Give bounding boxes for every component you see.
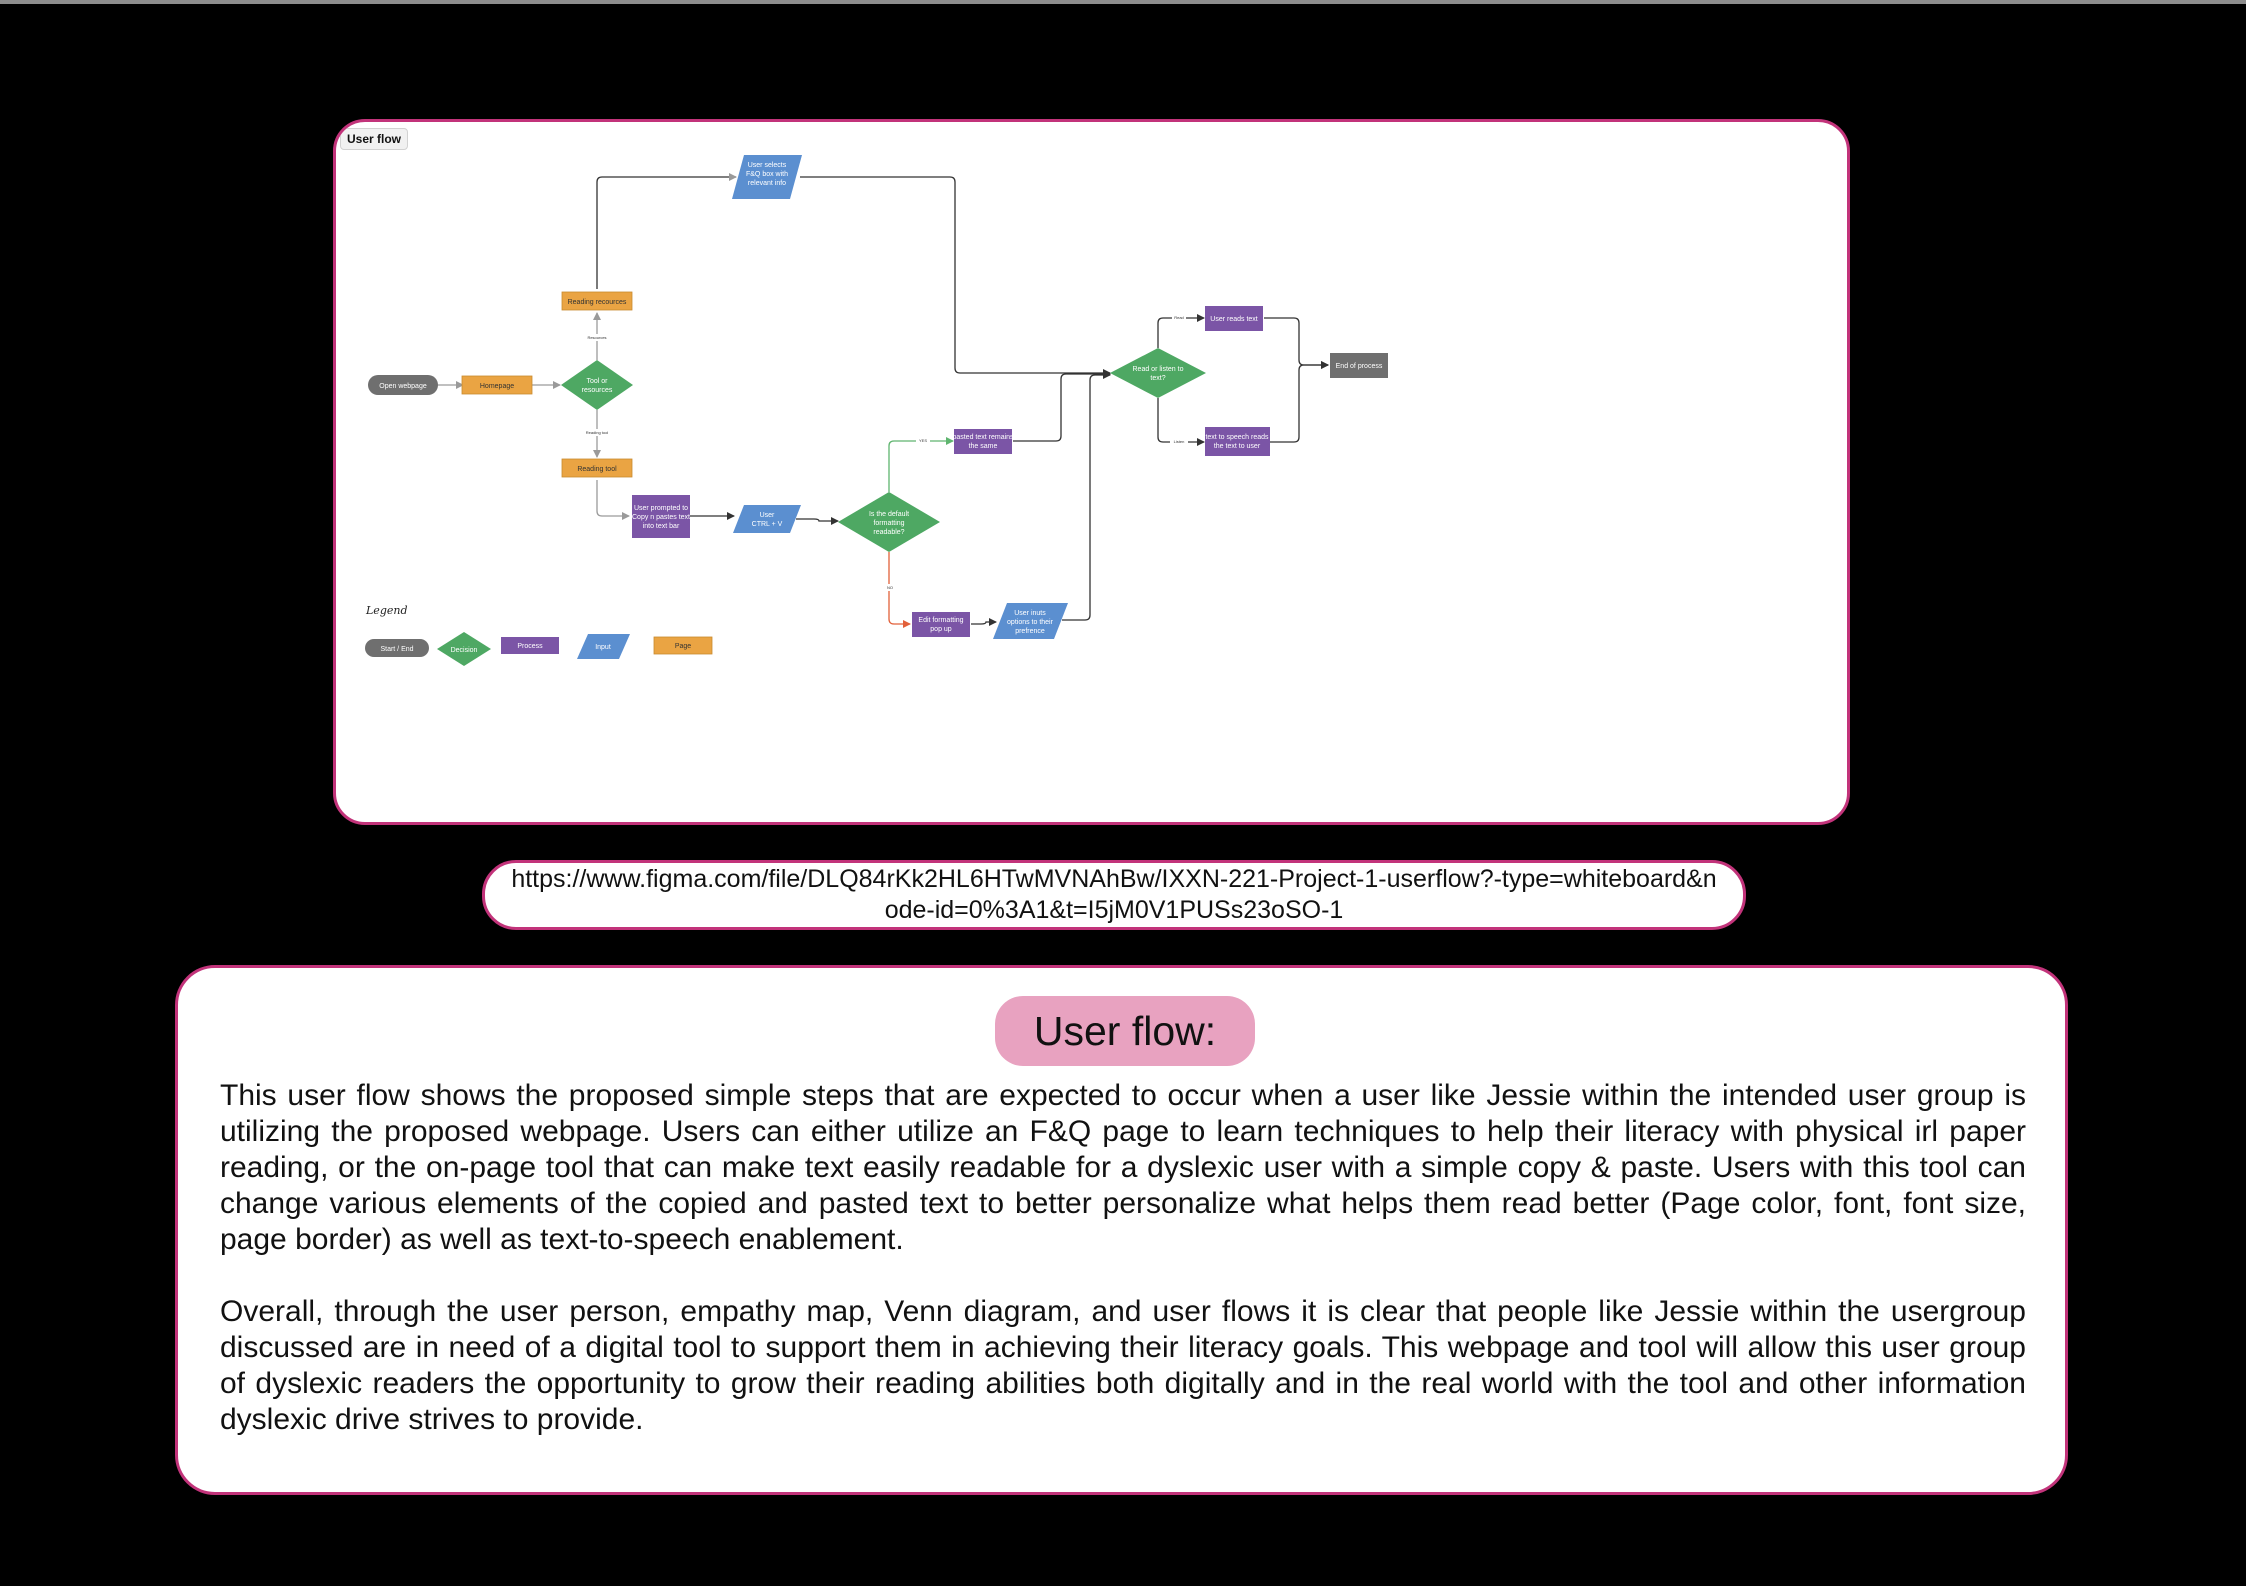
edge-label-resources: Resources	[587, 335, 606, 340]
edge-readlisten-read	[1157, 314, 1205, 348]
edge-label-listen: Listen	[1174, 439, 1185, 444]
node-reading-resources: Reading recources	[561, 291, 633, 311]
svg-text:User inuts: User inuts	[1014, 610, 1046, 617]
edge-tts-end	[1270, 361, 1329, 443]
edge-readlisten-listen	[1157, 398, 1205, 446]
svg-text:User prompted to: User prompted to	[634, 505, 688, 512]
node-default-formatting-decision: Is the default formatting readable?	[838, 492, 940, 552]
node-user-inputs-preference: User inuts options to their prefrence	[993, 603, 1068, 639]
edge-inputs-readlisten	[1062, 371, 1111, 621]
svg-text:Homepage: Homepage	[480, 383, 514, 390]
node-homepage: Homepage	[461, 375, 533, 395]
edge-label-reading-tool: Reading tool	[586, 430, 609, 435]
legend-input: Input	[577, 634, 630, 659]
edge-tool-prompt	[596, 480, 630, 520]
window-top-edge	[0, 0, 2246, 4]
edge-no	[888, 552, 911, 628]
svg-text:CTRL + V: CTRL + V	[752, 521, 783, 528]
legend-title: Legend	[365, 604, 408, 617]
svg-text:relevant info: relevant info	[748, 180, 786, 187]
legend-start-end: Start / End	[365, 639, 429, 657]
node-copy-paste-prompt: User prompted to Copy n pastes text into…	[632, 495, 690, 538]
legend-page: Page	[653, 636, 713, 655]
edge-same-readlisten	[1013, 370, 1111, 442]
node-open-webpage: Open webpage	[368, 375, 438, 395]
node-ctrl-v-input: User CTRL + V	[733, 505, 801, 533]
legend-decision: Decision	[437, 632, 491, 666]
svg-text:User selects: User selects	[748, 162, 787, 169]
svg-text:Reading tool: Reading tool	[577, 466, 617, 473]
svg-text:pasted text remains: pasted text remains	[952, 434, 1014, 441]
svg-text:formatting: formatting	[873, 520, 904, 527]
section-title: User flow:	[995, 996, 1255, 1066]
svg-text:pop up: pop up	[930, 626, 952, 633]
svg-text:Reading recources: Reading recources	[568, 299, 627, 306]
edge-label-read: Read	[1174, 315, 1184, 320]
edge-read-end	[1264, 317, 1329, 369]
svg-text:the text to user: the text to user	[1214, 443, 1261, 450]
svg-text:User: User	[760, 512, 775, 519]
svg-text:resources: resources	[582, 387, 613, 394]
edge-faq-readlisten	[800, 176, 1111, 377]
svg-text:Tool or: Tool or	[586, 378, 608, 385]
node-text-remains-same: pasted text remains the same	[952, 429, 1014, 454]
svg-text:prefrence: prefrence	[1015, 628, 1045, 635]
svg-text:options to their: options to their	[1007, 619, 1054, 626]
svg-text:text to speech reads: text to speech reads	[1205, 434, 1269, 441]
node-user-reads-text: User reads text	[1205, 306, 1263, 331]
svg-text:Is the default: Is the default	[869, 511, 909, 518]
svg-text:the same: the same	[969, 443, 998, 450]
user-flow-diagram: Resources Reading tool YES NO Read Liste…	[365, 155, 1388, 666]
description-paragraph-1: This user flow shows the proposed simple…	[220, 1079, 2026, 1256]
edge-ctrlv-decision	[796, 517, 839, 525]
svg-text:text?: text?	[1150, 375, 1165, 382]
edge-label-no: NO	[887, 585, 893, 590]
svg-text:Decision: Decision	[451, 647, 478, 654]
svg-text:F&Q box with: F&Q box with	[746, 171, 788, 178]
edge-label-yes: YES	[919, 438, 927, 443]
svg-text:Start / End: Start / End	[380, 646, 413, 653]
node-read-or-listen-decision: Read or listen to text?	[1110, 348, 1206, 398]
user-flow-diagram-card: Resources Reading tool YES NO Read Liste…	[333, 119, 1850, 825]
svg-text:End of process: End of process	[1336, 363, 1383, 370]
node-faq-input: User selects F&Q box with relevant info	[732, 155, 802, 199]
svg-text:readable?: readable?	[873, 529, 904, 536]
node-text-to-speech: text to speech reads the text to user	[1205, 427, 1270, 456]
svg-text:Page: Page	[675, 643, 691, 650]
edge-edit-inputs	[971, 618, 997, 626]
figma-link[interactable]: https://www.figma.com/file/DLQ84rKk2HL6H…	[511, 865, 1717, 924]
svg-text:Open webpage: Open webpage	[379, 383, 427, 390]
svg-text:Process: Process	[517, 643, 543, 650]
frame-label: User flow	[340, 128, 409, 150]
figma-link-box: https://www.figma.com/file/DLQ84rKk2HL6H…	[482, 860, 1746, 930]
svg-text:Read or listen to: Read or listen to	[1133, 366, 1184, 373]
svg-text:Input: Input	[595, 644, 611, 651]
edge-yes	[888, 437, 954, 492]
description-text: This user flow shows the proposed simple…	[220, 1078, 2026, 1474]
node-end-of-process: End of process	[1330, 353, 1388, 378]
node-tool-or-resources: Tool or resources	[561, 360, 633, 410]
svg-text:into text bar: into text bar	[643, 523, 680, 530]
svg-text:User reads text: User reads text	[1210, 316, 1258, 323]
node-edit-formatting: Edit formatting pop up	[912, 612, 970, 637]
svg-text:Copy n pastes text: Copy n pastes text	[632, 514, 690, 521]
description-paragraph-2: Overall, through the user person, empath…	[220, 1295, 2026, 1436]
node-reading-tool: Reading tool	[561, 458, 633, 478]
legend-process: Process	[501, 637, 559, 654]
description-card: User flow: This user flow shows the prop…	[175, 965, 2068, 1495]
edge-resources-faq	[596, 173, 737, 289]
svg-text:Edit formatting: Edit formatting	[918, 617, 963, 624]
